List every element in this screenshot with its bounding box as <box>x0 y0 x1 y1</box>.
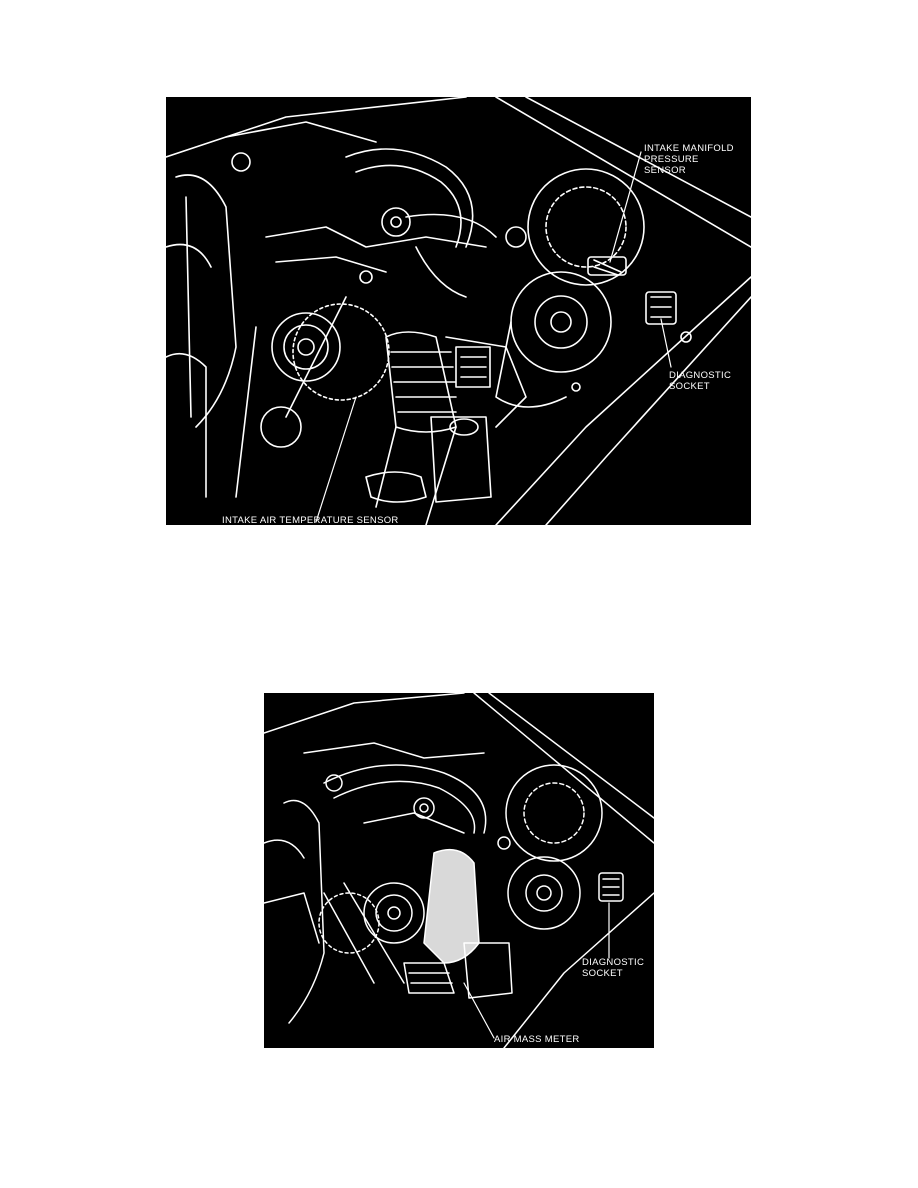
callout-line: DIAGNOSTIC <box>582 957 645 968</box>
callout-line: PRESSURE <box>644 154 699 165</box>
engine-bay-illustration-1: INTAKE MANIFOLD PRESSURE SENSOR DIAGNOST… <box>166 97 751 525</box>
engine-line-art-2 <box>264 693 654 1048</box>
callout-intake-manifold-pressure-sensor: INTAKE MANIFOLD PRESSURE SENSOR <box>644 143 734 176</box>
callout-air-mass-meter: AIR MASS METER <box>494 1034 580 1045</box>
callout-line: SENSOR <box>644 165 686 176</box>
engine-line-art-1 <box>166 97 751 525</box>
callout-line: SOCKET <box>669 381 710 392</box>
callout-line: INTAKE AIR TEMPERATURE SENSOR <box>222 515 399 525</box>
callout-diagnostic-socket: DIAGNOSTIC SOCKET <box>669 370 731 392</box>
callout-line: INTAKE MANIFOLD <box>644 143 734 154</box>
callout-diagnostic-socket: DIAGNOSTIC SOCKET <box>582 957 644 979</box>
callout-line: SOCKET <box>582 968 623 979</box>
callout-line: DIAGNOSTIC <box>669 370 732 381</box>
callout-intake-air-temperature-sensor: INTAKE AIR TEMPERATURE SENSOR <box>222 515 399 525</box>
engine-bay-illustration-2: DIAGNOSTIC SOCKET AIR MASS METER <box>264 693 654 1048</box>
callout-line: AIR MASS METER <box>494 1034 580 1045</box>
